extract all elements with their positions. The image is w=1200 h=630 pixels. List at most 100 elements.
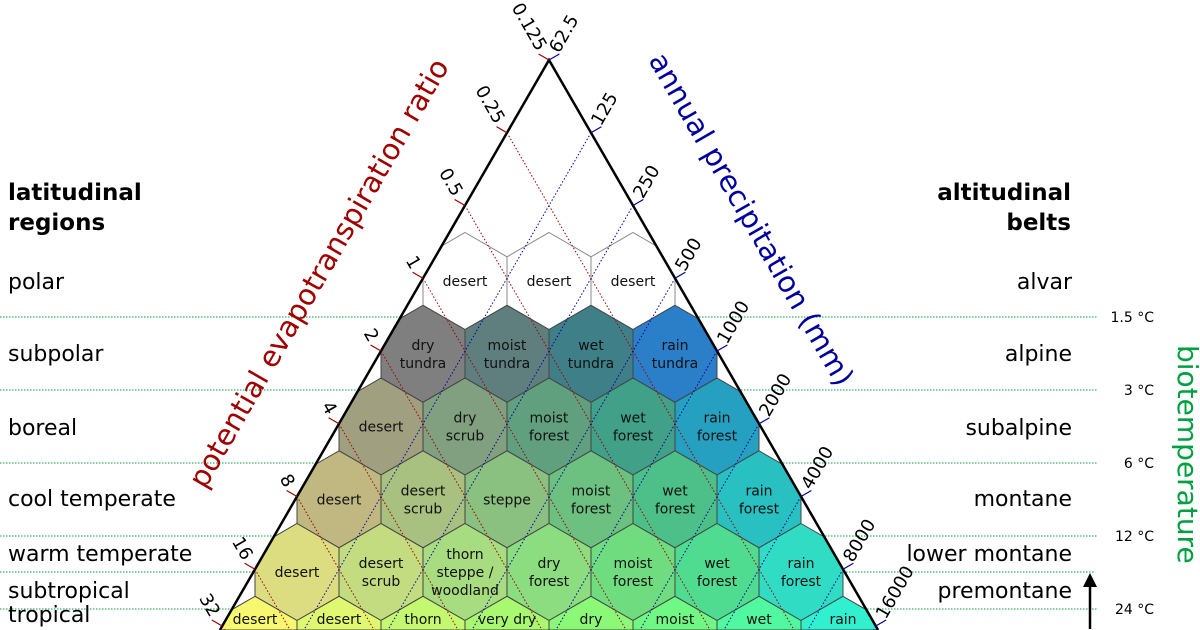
life-zone-label: steppe / [437,565,494,581]
precipitation-tick-label: 8000 [839,516,880,566]
pet-guide-line [422,278,627,630]
pet-tick-label: 8 [275,471,299,491]
precipitation-guide-line [639,423,760,630]
precipitation-tick [875,619,887,627]
precipitation-guide-line [807,568,844,630]
precipitation-guide-line [555,350,718,630]
precipitation-guide-line [303,132,592,630]
life-zone-label: desert [359,420,404,436]
biotemperature-axis-title: biotemperature [1171,345,1200,564]
precipitation-tick-label: 1000 [713,297,754,347]
pet-guide-line [506,132,795,630]
life-zone-hex [800,595,879,630]
life-zone-label: rain [829,612,856,628]
latitudinal-region: cool temperate [8,487,176,512]
precipitation-tick [590,126,602,134]
pet-guide-line [380,350,543,630]
life-zone-label: dry [454,411,477,427]
life-zone-label: desert [359,556,404,572]
life-zone-label: scrub [362,574,401,590]
life-zone-label: forest [655,501,696,517]
precipitation-tick [758,417,770,425]
precipitation-tick [716,344,728,352]
precipitation-guide-line [723,496,802,630]
life-zone-label: forest [697,429,738,445]
life-zone-labels: desert desert desert dry tundra moist tundra we… [233,274,857,628]
pet-tick [454,198,466,207]
right-header-line1: altitudinal [937,180,1071,206]
pet-guide-line [464,205,711,630]
life-zone-label: moist [572,483,611,499]
pet-tick [244,562,256,570]
latitudinal-region: subtropical [8,579,130,604]
life-zone-label: rain [787,556,814,572]
life-zone-label: wet [746,612,772,628]
latitudinal-region: polar [8,270,65,295]
altitudinal-belt: alvar [1017,270,1073,295]
life-zone-label: rain [661,338,688,354]
pet-tick [370,344,382,352]
life-zone-label: desert [233,612,278,628]
life-zone-label: dry [538,556,561,572]
precipitation-tick-label: 62.5 [545,11,583,56]
life-zone-label: desert [275,565,320,581]
life-zone-label: wet [704,556,730,572]
life-zone-label: forest [529,429,570,445]
pet-tick [328,417,340,425]
pet-tick-label: 32 [194,590,224,620]
pet-tick-label: 0.5 [434,165,467,200]
precipitation-tick [800,489,812,498]
arrow-up-icon [1083,573,1097,629]
life-zone-label: moist [656,612,695,628]
life-zone-label: steppe [483,492,531,508]
precipitation-tick [632,198,644,207]
life-zone-label: forest [529,574,570,590]
pet-guide-line [254,568,291,630]
left-header-line2: regions [8,210,105,236]
life-zone-label: rain [745,483,772,499]
life-zone-label: tundra [400,356,446,372]
life-zone-label: moist [614,556,653,572]
precipitation-tick [674,271,686,279]
life-zone-label: rain [703,411,730,427]
life-zone-label: moist [488,338,527,354]
life-zone-label: forest [613,429,654,445]
precipitation-tick [548,53,560,61]
pet-tick [538,53,550,61]
life-zone-label: wet [578,338,604,354]
right-header-line2: belts [1006,210,1071,236]
life-zone-label: desert [611,274,656,290]
life-zone-label: tundra [652,356,698,372]
precipitation-tick [842,562,854,570]
life-zone-label: moist [530,411,569,427]
precipitation-tick-label: 4000 [797,443,838,493]
temperature-label: 24 °C [1115,602,1154,618]
precipitation-tick-label: 500 [671,234,706,274]
pet-tick-label: 1 [401,252,425,272]
temperature-label: 6 °C [1124,456,1154,472]
life-zone-label: scrub [404,501,443,517]
life-zone-label: woodland [431,583,499,599]
life-zone-label: thorn [404,612,441,628]
pet-tick-label: 2 [359,325,383,345]
life-zone-label: forest [571,501,612,517]
pet-tick [286,489,298,498]
temperature-labels: 1.5 °C3 °C6 °C12 °C24 °C [1111,310,1155,618]
temperature-label: 1.5 °C [1111,310,1155,326]
altitudinal-belt: montane [974,487,1072,512]
life-zone-label: wet [662,483,688,499]
altitudinal-belt: subalpine [965,416,1072,441]
life-zone-label: wet [620,411,646,427]
pet-tick [412,271,424,279]
life-zone-label: tundra [484,356,530,372]
life-zone-label: thorn [446,547,483,563]
latitudinal-region: subpolar [8,342,104,367]
precipitation-tick-label: 250 [629,162,664,202]
life-zone-label: desert [401,483,446,499]
left-header-line1: latitudinal [8,180,142,206]
pet-tick-label: 4 [317,398,341,418]
life-zone-label: forest [781,574,822,590]
